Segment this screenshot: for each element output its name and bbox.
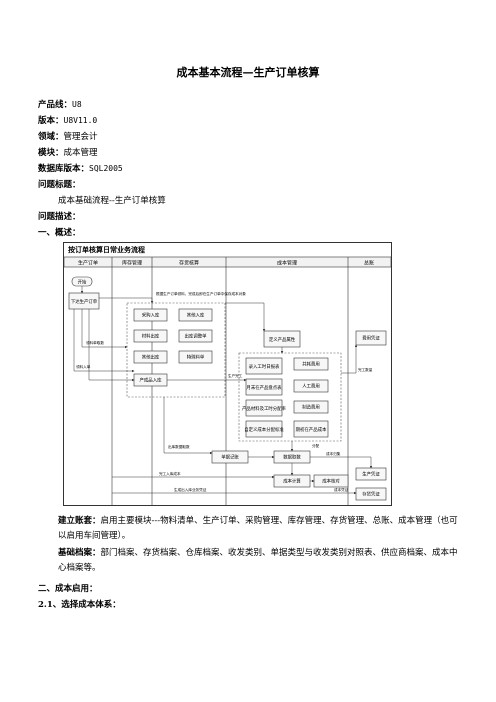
box-cost-calc: 成本计算 — [283, 478, 301, 485]
meta-version: 版本：U8V11.0 — [38, 114, 97, 126]
meta-value: 管理会计 — [63, 132, 98, 142]
note-n5: 完工数量 — [358, 367, 373, 372]
box-alloc: 产品材料及工时分配率 — [242, 405, 287, 412]
note-n6: 出库数据取数 — [168, 444, 190, 449]
box-fee-voucher: 费用凭证 — [362, 335, 380, 342]
lane-production-order: 生产订单 — [78, 260, 98, 267]
box-mfg: 制造费用 — [302, 404, 320, 411]
archive-label: 基础档案： — [58, 548, 101, 558]
box-prod-voucher: 生产凭证 — [362, 471, 380, 478]
document-title: 成本基本流程—生产订单核算 — [176, 66, 320, 79]
box-custom-alloc: 自定义成本分配标准 — [244, 426, 284, 433]
question-title: 成本基础流程--生产订单核算 — [58, 196, 166, 206]
box-product-in: 产成品入库 — [140, 377, 163, 384]
meta-label: 领域： — [38, 132, 64, 142]
box-wip: 月末在产品盘点表 — [246, 384, 282, 391]
question-title-label: 问题标题： — [38, 180, 81, 190]
meta-product-line: 产品线：U8 — [38, 98, 82, 110]
note-n10: 生成出入库业务凭证 — [174, 487, 207, 492]
flow-diagram: 按订单核算日常业务流程 生产订单 库存管理 存货核算 成本管理 总账 — [63, 242, 392, 506]
box-doc-record: 单据记账 — [221, 454, 239, 461]
section-cost-enable: 二、成本启用： — [38, 584, 98, 594]
question-desc-label: 问题描述： — [38, 212, 81, 222]
box-start: 开始 — [78, 279, 87, 286]
lane-general-ledger: 总账 — [364, 260, 374, 267]
box-labor: 人工费用 — [302, 383, 320, 390]
box-product-set: 定义产品属性 — [269, 336, 296, 343]
meta-value: U8V11.0 — [63, 116, 98, 125]
box-work-hours: 录入工时日报表 — [249, 363, 280, 370]
meta-module: 模块：成本管理 — [38, 146, 98, 158]
box-order: 下达生产订单 — [71, 298, 98, 305]
box-other-in: 其他入库 — [187, 312, 205, 319]
box-purchase-in: 采购入库 — [142, 312, 160, 319]
box-inv-voucher: 存货凭证 — [362, 491, 380, 498]
note-n2: 生产完工 — [228, 373, 243, 378]
meta-domain: 领域：管理会计 — [38, 130, 98, 142]
meta-label: 数据库版本： — [38, 164, 90, 174]
archive-paragraph: 基础档案：部门档案、存货档案、仓库档案、收发类别、单据类型与收发类别对照表、供应… — [38, 546, 458, 576]
meta-label: 模块： — [38, 148, 64, 158]
meta-label: 版本： — [38, 116, 64, 126]
setup-paragraph: 建立账套：启用主要模块---物料清单、生产订单、采购管理、库存管理、存货管理、总… — [38, 514, 458, 544]
meta-value: U8 — [72, 100, 82, 109]
lane-inventory: 库存管理 — [122, 260, 142, 267]
meta-label: 产品线： — [38, 100, 73, 110]
note-n4: 领料入单 — [76, 364, 91, 369]
section-cost-system: 2.1、选择成本体系： — [38, 600, 121, 610]
box-special: 特殊料单 — [187, 354, 205, 361]
lane-stock-accounting: 存货核算 — [179, 260, 199, 267]
setup-label: 建立账套： — [58, 516, 101, 526]
box-common-fee: 共耗费用 — [302, 361, 320, 368]
note-n7: 分配 — [312, 443, 320, 448]
box-material-out: 材料出库 — [142, 333, 160, 340]
section-overview: 一、概述： — [38, 228, 81, 238]
archive-text: 部门档案、存货档案、仓库档案、收发类别、单据类型与收发类别对照表、供应商档案、成… — [58, 548, 458, 573]
meta-value: SQL2005 — [89, 164, 123, 173]
box-cost-check: 成本核对 — [322, 478, 340, 485]
diagram-title: 按订单核算日常业务流程 — [68, 246, 145, 254]
meta-db-version: 数据库版本：SQL2005 — [38, 162, 123, 174]
note-n1: 根据生产订单领料，完成后即在生产订单中保存成本对象 — [156, 291, 246, 296]
box-wip-cost: 期初在产品成本 — [296, 426, 327, 433]
note-n3: 领料单取数 — [86, 340, 104, 345]
lane-cost-management: 成本管理 — [277, 260, 297, 267]
note-n11: 成本凭证 — [334, 487, 349, 492]
diagram-canvas: 生产订单 库存管理 存货核算 成本管理 总账 — [64, 256, 391, 505]
box-other-out: 其他出库 — [142, 354, 160, 361]
setup-text: 启用主要模块---物料清单、生产订单、采购管理、库存管理、存货管理、总账、成本管… — [58, 516, 458, 541]
meta-value: 成本管理 — [63, 148, 98, 158]
box-transfer: 出库调整单 — [185, 333, 208, 340]
note-n8: 成本归集 — [326, 451, 341, 456]
note-n9: 完工入库成本 — [159, 471, 181, 476]
box-data-fetch: 数据取数 — [283, 454, 301, 461]
